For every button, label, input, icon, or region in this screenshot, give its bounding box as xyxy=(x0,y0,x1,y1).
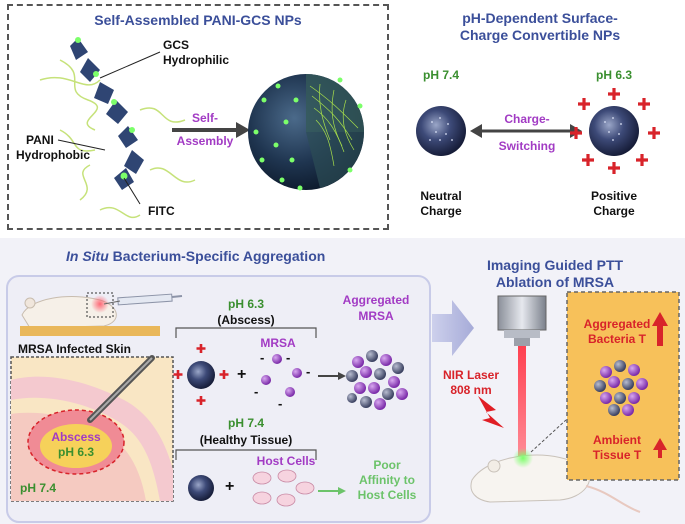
positive-charges xyxy=(570,88,660,174)
nir-laser-label-2: 808 nm xyxy=(450,383,492,397)
aggregated-bacteria-temp-2: Bacteria T xyxy=(587,332,647,346)
plus-sign-bottom: + xyxy=(225,478,235,495)
bottom-condition-label: (Healthy Tissue) xyxy=(199,433,293,447)
charge-switching-arrow xyxy=(470,124,582,138)
abscess-label: Abscess xyxy=(51,430,101,444)
minus-sign-5: - xyxy=(278,396,283,411)
poor-affinity-label-3: Host Cells xyxy=(357,488,417,502)
top-condition-label: (Abscess) xyxy=(217,313,275,327)
charged-nanoparticle-small xyxy=(173,344,229,405)
neutral-charge-label-1: Neutral xyxy=(420,189,462,203)
positive-charge-label-1: Positive xyxy=(590,189,638,203)
white-mouse xyxy=(470,454,641,513)
mrsa-infected-skin-label: MRSA Infected Skin xyxy=(18,342,131,356)
mrsa-bacteria-group xyxy=(261,354,302,397)
neutral-nanoparticle-small xyxy=(188,475,214,501)
lightning-icon xyxy=(478,396,504,428)
charge-switching-label-1: Charge- xyxy=(504,112,550,126)
panel-a-title: Self-Assembled PANI-GCS NPs xyxy=(94,12,302,28)
laser-emitter xyxy=(497,295,547,346)
positive-nanoparticle xyxy=(589,106,639,156)
self-assembly-label-1: Self- xyxy=(191,111,219,125)
charge-switching-label-2: Switching xyxy=(498,139,556,153)
fitc-label: FITC xyxy=(148,204,175,218)
bottom-reaction-bracket xyxy=(175,449,317,460)
bottom-ph-label: pH 7.4 xyxy=(227,416,265,430)
mrsa-label: MRSA xyxy=(260,336,296,350)
panel-c-title-rest: Bacterium-Specific Aggregation xyxy=(108,248,326,264)
panel-a-frame xyxy=(7,4,389,230)
mouse-with-syringe xyxy=(20,292,183,336)
aggregated-mrsa-label-1: Aggregated xyxy=(342,293,410,307)
poor-affinity-label-1: Poor xyxy=(373,458,401,472)
high-temp-up-arrow xyxy=(652,312,668,346)
minus-sign-3: - xyxy=(306,364,311,379)
ph-right-label: pH 6.3 xyxy=(595,68,633,82)
pani-property: Hydrophobic xyxy=(16,148,90,162)
aggregated-bacteria-temp-1: Aggregated xyxy=(583,317,651,331)
pani-label: PANI xyxy=(26,133,54,147)
aggregated-mrsa-label-2: MRSA xyxy=(358,309,394,323)
ambient-tissue-temp-1: Ambient xyxy=(593,433,641,447)
top-ph-label: pH 6.3 xyxy=(227,297,265,311)
panel-transition-arrow xyxy=(432,300,474,356)
minus-sign-1: - xyxy=(260,350,265,365)
reaction-arrow-top xyxy=(318,372,346,380)
neutral-charge-label-2: Charge xyxy=(420,204,462,218)
poor-affinity-label-2: Affinity to xyxy=(359,473,415,487)
self-assembly-label-2: Assembly xyxy=(176,134,234,148)
minus-sign-2: - xyxy=(286,350,291,365)
gcs-pani-polymer-chain xyxy=(39,37,196,218)
neutral-nanoparticle xyxy=(416,106,466,156)
ambient-tissue-temp-2: Tissue T xyxy=(592,448,642,462)
fluorescence-spot xyxy=(513,448,533,468)
positive-charge-label-2: Charge xyxy=(593,204,635,218)
reaction-arrow-bottom xyxy=(318,487,346,495)
laser-beam xyxy=(518,346,526,456)
skin-cross-section xyxy=(10,355,174,502)
abscess-ph-label: pH 6.3 xyxy=(57,445,95,459)
panel-b-title-2: Charge Convertible NPs xyxy=(459,27,621,43)
plus-sign-top: + xyxy=(237,366,247,383)
gcs-property: Hydrophilic xyxy=(163,53,230,67)
aggregated-mrsa-cluster xyxy=(346,350,408,410)
panel-c-title: In Situ Bacterium-Specific Aggregation xyxy=(66,248,325,264)
host-cells-label: Host Cells xyxy=(256,454,316,468)
host-cells-group xyxy=(252,469,315,507)
skin-ph-label: pH 7.4 xyxy=(20,481,57,495)
panel-d-title-1: Imaging Guided PTT xyxy=(486,257,624,273)
low-temp-up-arrow xyxy=(653,438,667,458)
ph-left-label: pH 7.4 xyxy=(422,68,460,82)
gcs-label: GCS xyxy=(163,38,190,52)
self-assembly-arrow xyxy=(172,122,250,138)
panel-b-title-1: pH-Dependent Surface- xyxy=(462,10,618,26)
minus-sign-4: - xyxy=(254,384,259,399)
panel-c-title-italic: In Situ xyxy=(66,248,109,264)
aggregated-bacteria-cluster xyxy=(594,360,648,416)
panel-d-title-2: Ablation of MRSA xyxy=(495,274,615,290)
nir-laser-label-1: NIR Laser xyxy=(442,368,500,382)
top-reaction-bracket xyxy=(175,327,317,338)
assembled-nanoparticle xyxy=(248,74,364,191)
